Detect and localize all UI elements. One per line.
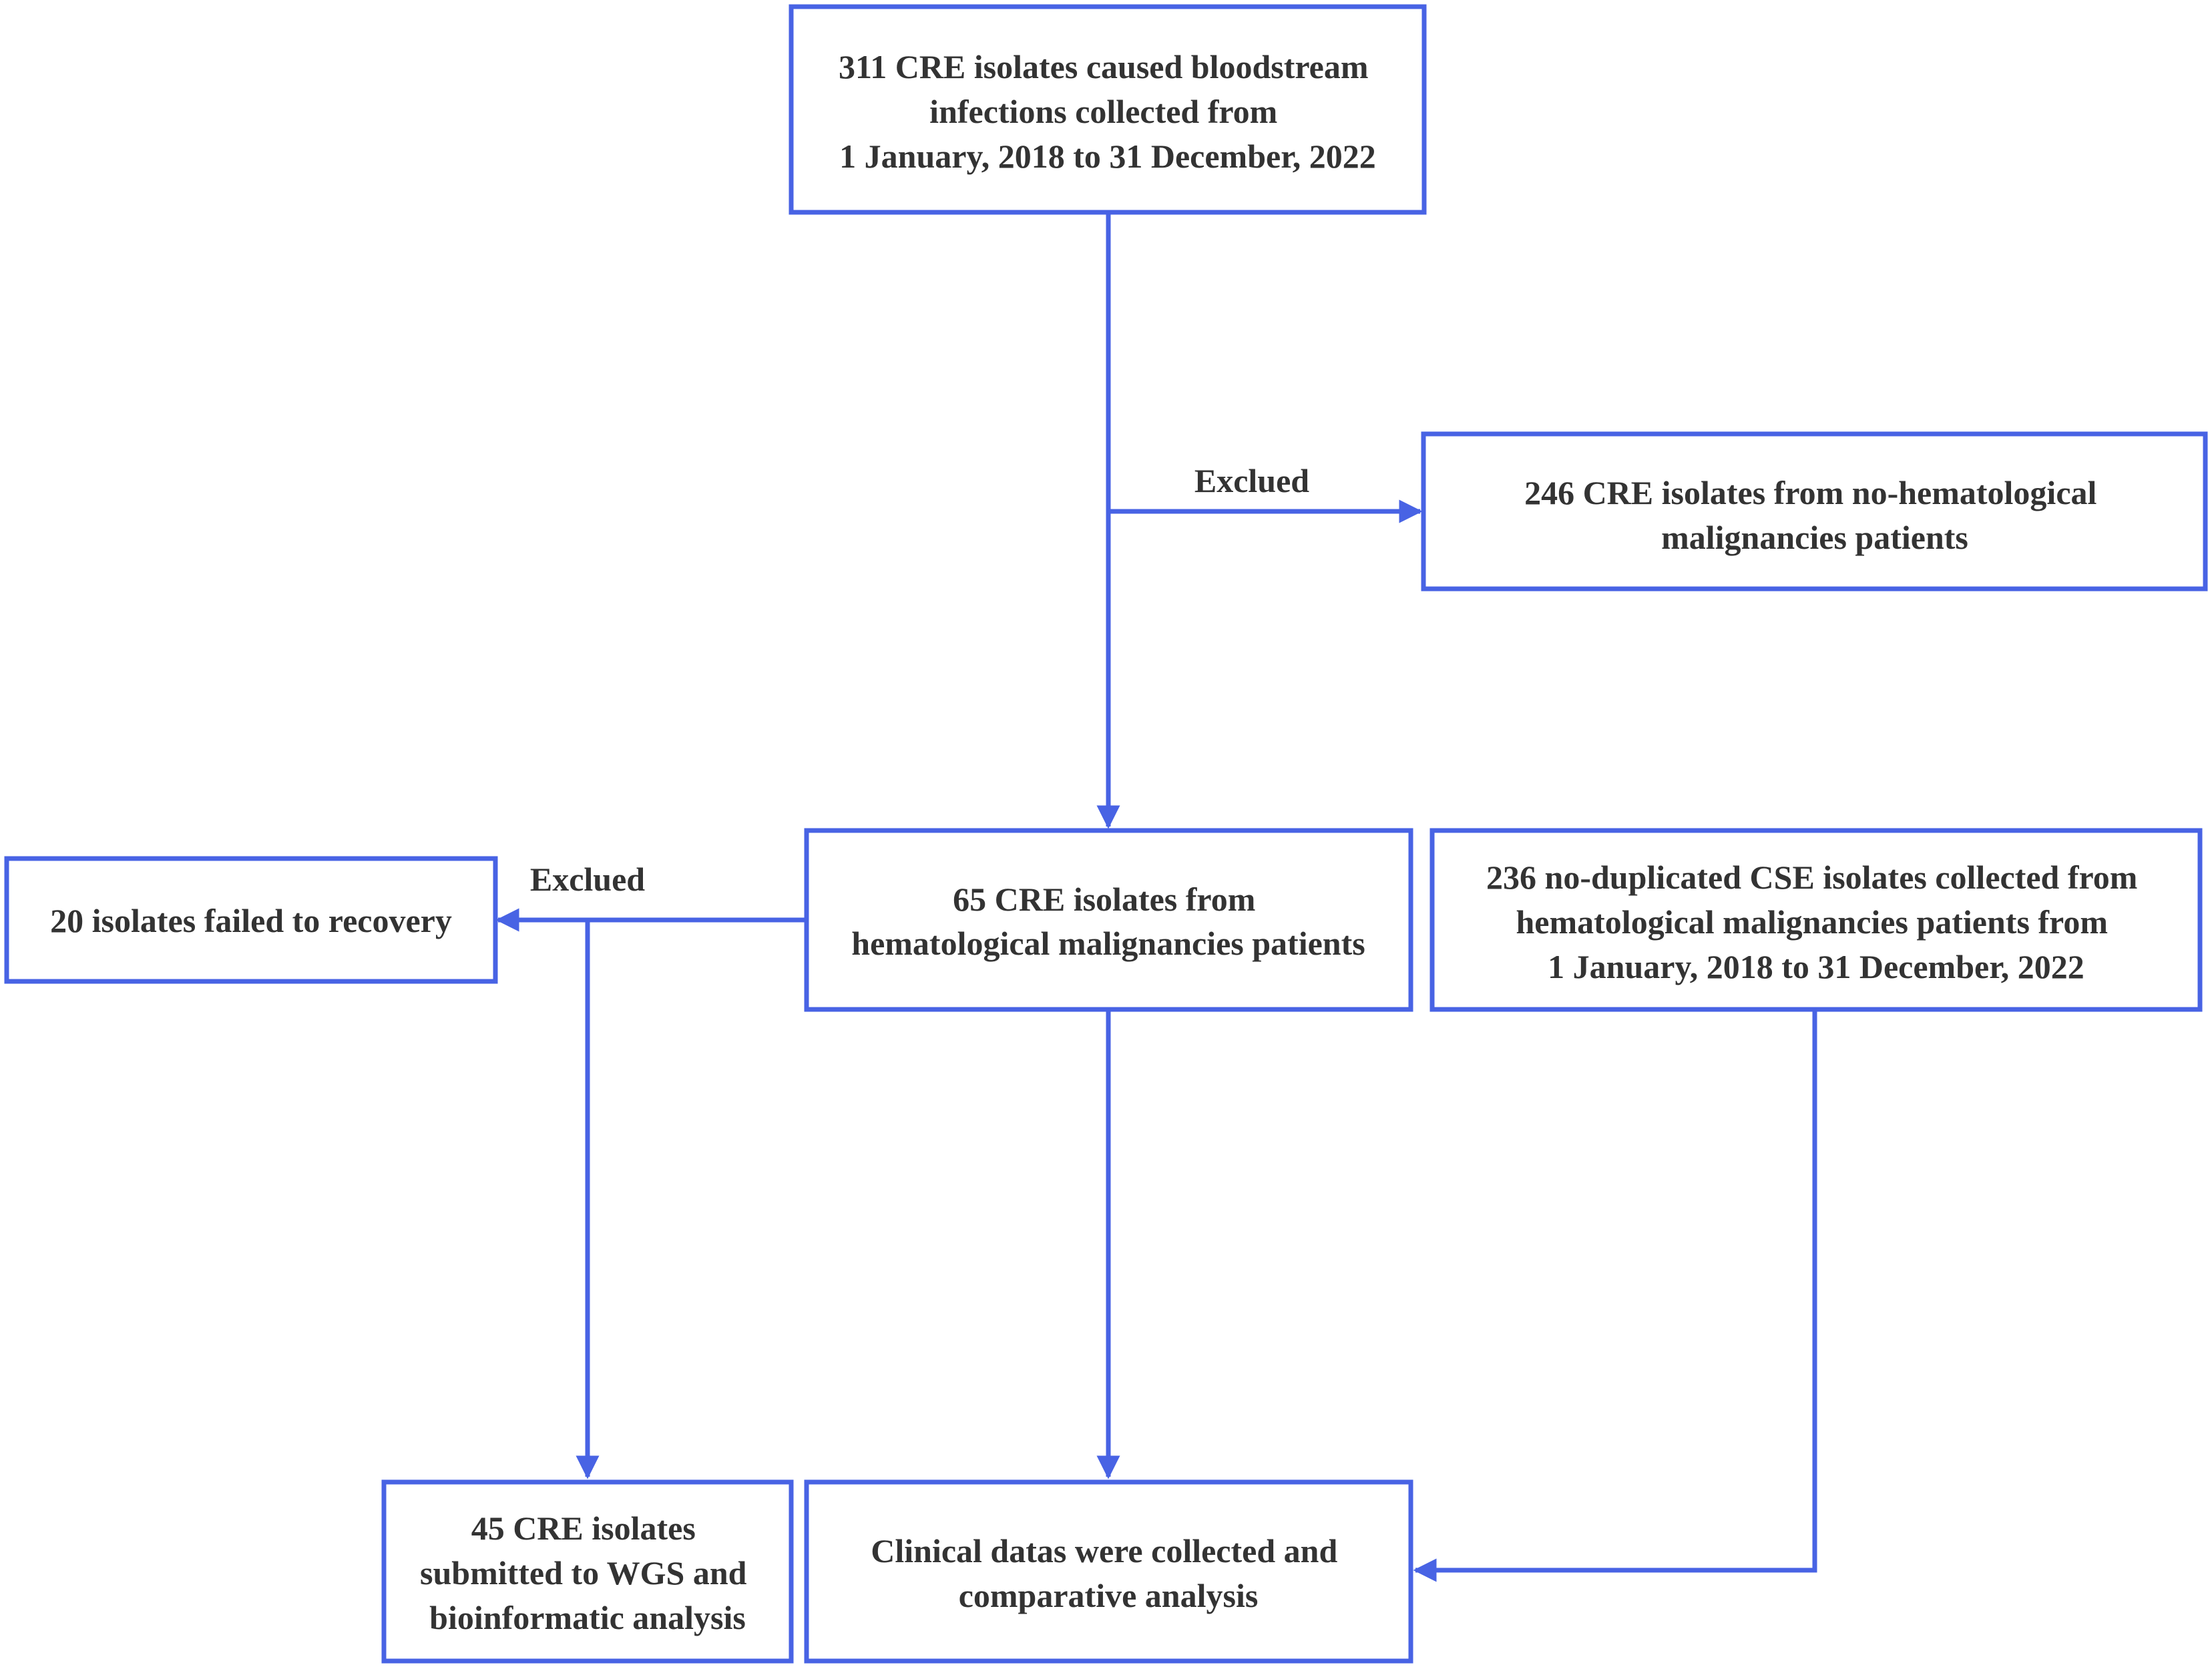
excluded-non-hema-line-2: malignancies patients [1661,519,1968,556]
connectors [495,212,1817,1582]
box-clinical [804,1479,1413,1664]
cse-control-text: 236 no-duplicated CSE isolates collected… [1486,859,2146,985]
failed-recovery-text: 20 isolates failed to recovery [50,902,452,939]
box-excluded-non-hema [1421,431,2208,591]
source-line-1: 311 CRE isolates caused bloodstream [839,48,1369,85]
source-text: 311 CRE isolates caused bloodstream infe… [839,48,1377,175]
hema-cre-line-2: hematological malignancies patients [851,925,1365,962]
exclude-label-left: Exclued [530,861,645,898]
box-failed-recovery [4,856,498,984]
hema-cre-text: 65 CRE isolates from hematological malig… [851,881,1365,962]
clinical-text: Clinical datas were collected and compar… [871,1532,1346,1614]
source-line-2: infections collected from [929,93,1277,130]
box-wgs [381,1479,794,1664]
box-source [789,4,1427,215]
excluded-non-hema-text: 246 CRE isolates from no-hematological m… [1524,474,2105,556]
box-hema-cre [804,828,1413,1012]
cse-control-line-3: 1 January, 2018 to 31 December, 2022 [1548,948,2084,985]
arrow-cse-to-clinical [1413,1009,1817,1582]
hema-cre-line-1: 65 CRE isolates from [953,881,1255,918]
failed-recovery-line-1: 20 isolates failed to recovery [50,902,452,939]
exclude-label-top: Exclued [1194,462,1309,499]
excluded-non-hema-line-1: 246 CRE isolates from no-hematological [1524,474,2096,511]
box-cse-control [1429,828,2203,1012]
clinical-line-1: Clinical datas were collected and [871,1532,1337,1570]
source-line-3: 1 January, 2018 to 31 December, 2022 [839,138,1376,175]
clinical-line-2: comparative analysis [959,1577,1259,1614]
wgs-line-3: bioinformatic analysis [429,1599,746,1636]
wgs-text: 45 CRE isolates submitted to WGS and bio… [420,1509,755,1636]
boxes [4,4,2208,1664]
wgs-line-1: 45 CRE isolates [471,1509,696,1547]
wgs-line-2: submitted to WGS and [420,1554,747,1592]
cse-control-line-1: 236 no-duplicated CSE isolates collected… [1486,859,2137,896]
cse-control-line-2: hematological malignancies patients from [1516,903,2109,941]
